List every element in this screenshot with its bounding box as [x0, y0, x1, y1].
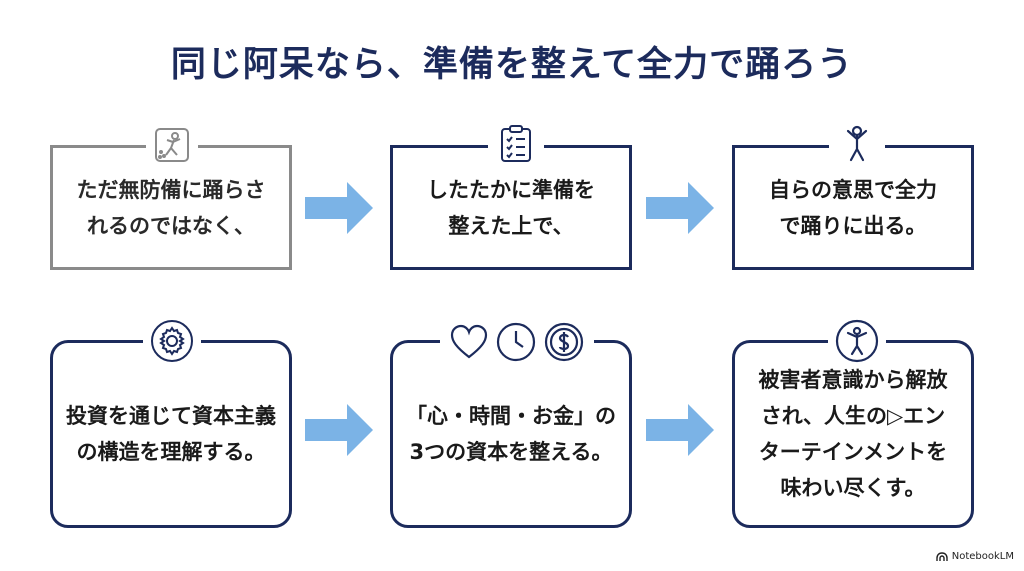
capital-icons-group: [440, 320, 594, 364]
arrow-right-icon: [305, 404, 373, 456]
arrow-right-icon: [305, 182, 373, 234]
celebrating-person-icon: [828, 318, 886, 364]
step-box-three-capitals: 「心・時間・お金」の 3つの資本を整える。: [390, 340, 632, 528]
branding-text: NotebookLM: [951, 551, 1014, 562]
step-text: ただ無防備に踊らさ れるのではなく、: [76, 177, 266, 238]
step-box-unprepared-dancing: ただ無防備に踊らさ れるのではなく、: [50, 145, 292, 270]
jumping-person-icon: [829, 122, 885, 166]
gear-icon: [143, 318, 201, 364]
step-text: 自らの意思で全力 で踊りに出る。: [769, 177, 937, 238]
step-text: したたかに準備を 整えた上で、: [427, 177, 595, 238]
arrow-right-icon: [646, 404, 714, 456]
arrow-right-icon: [646, 182, 714, 234]
notebooklm-branding: NotebookLM: [936, 551, 1014, 562]
step-box-understand-capitalism: 投資を通じて資本主義 の構造を理解する。: [50, 340, 292, 528]
dollar-coin-icon: [544, 322, 584, 362]
dancing-figure-icon: [146, 125, 198, 165]
notebooklm-logo-icon: [936, 551, 948, 561]
clipboard-checklist-icon: [488, 122, 544, 166]
step-text: 投資を通じて資本主義 の構造を理解する。: [66, 404, 276, 464]
step-box-enjoy-life: 被害者意識から解放 され、人生の▷エン ターテインメントを 味わい尽くす。: [732, 340, 974, 528]
clock-icon: [496, 322, 536, 362]
step-text: 被害者意識から解放 され、人生の▷エン ターテインメントを 味わい尽くす。: [758, 368, 948, 500]
heart-icon: [450, 324, 488, 359]
step-text: 「心・時間・お金」の 3つの資本を整える。: [406, 404, 616, 464]
page-title: 同じ阿呆なら、準備を整えて全力で踊ろう: [170, 45, 854, 85]
